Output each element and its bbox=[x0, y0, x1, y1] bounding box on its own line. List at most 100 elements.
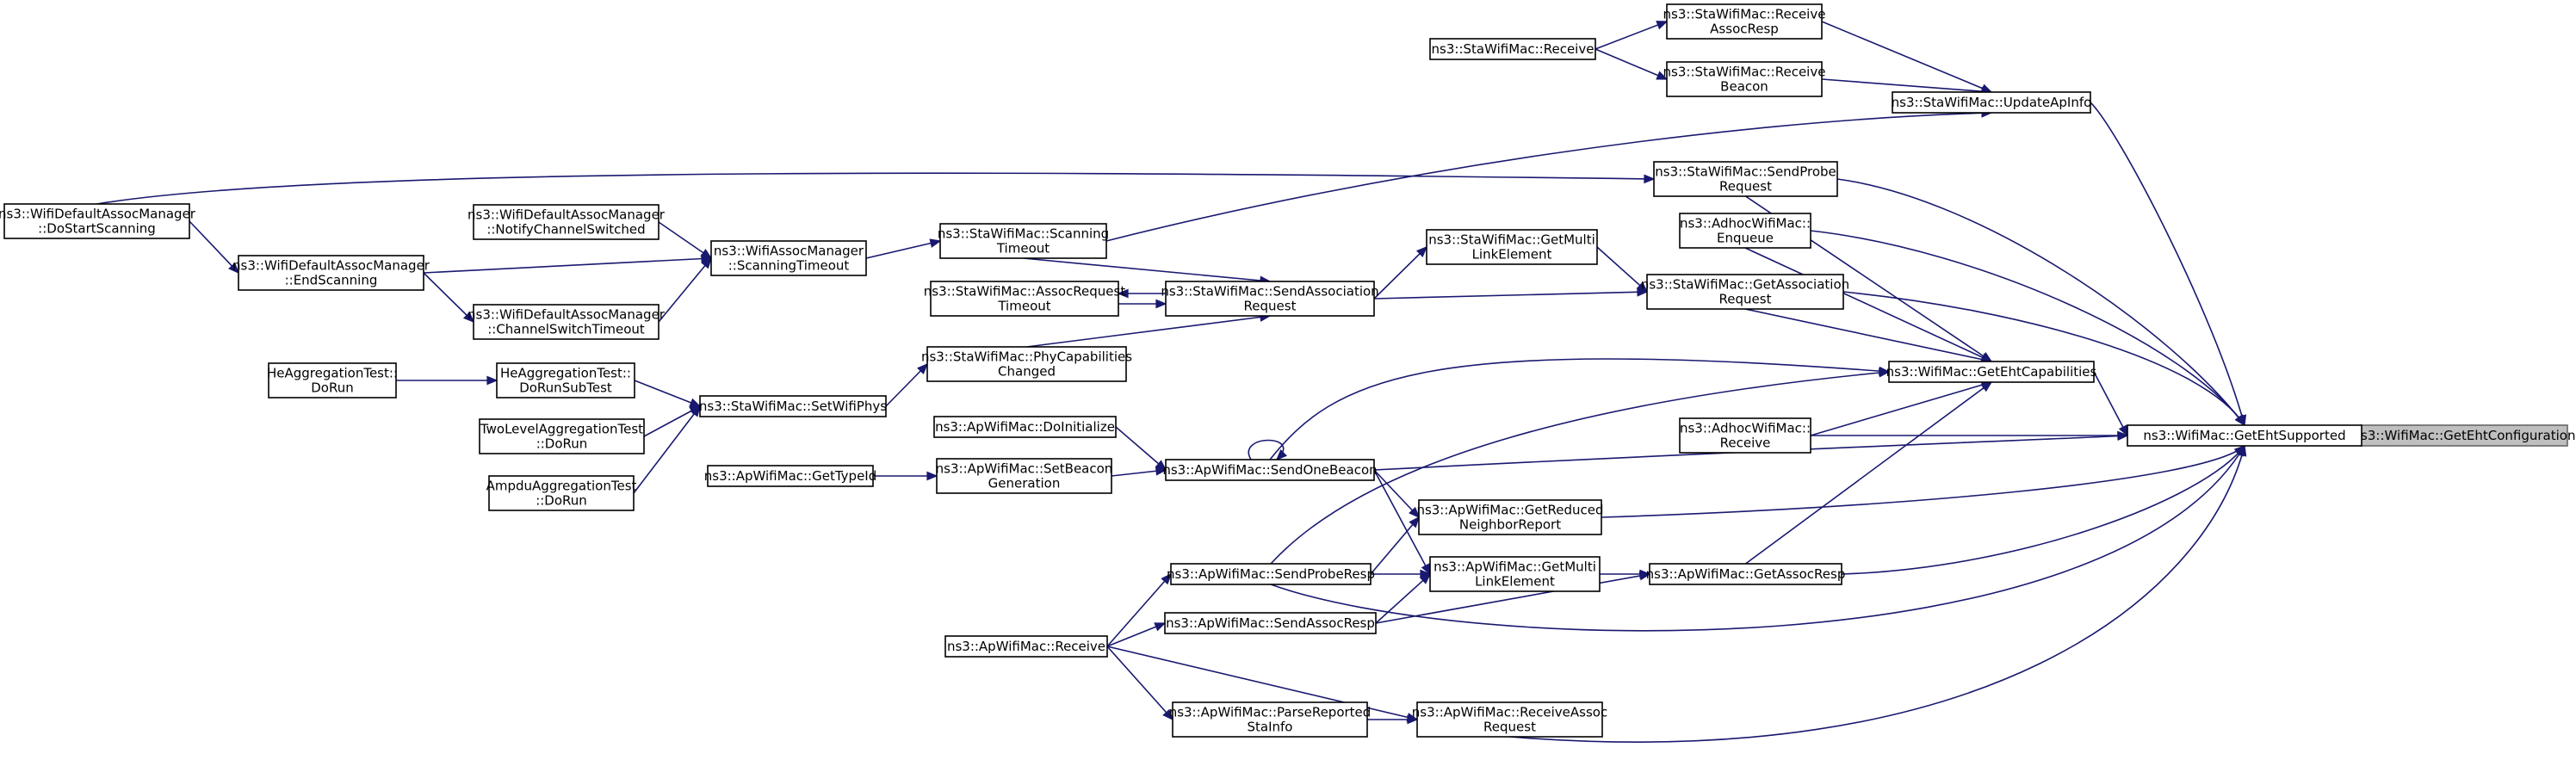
call-edge-sendOneBeacon-to-getReducedNeighborReport bbox=[1373, 469, 1421, 519]
node-box bbox=[2360, 424, 2568, 447]
call-graph-node-adhocEnqueue[interactable]: ns3::AdhocWifiMac::Enqueue bbox=[1679, 213, 1811, 249]
call-edge-line bbox=[634, 380, 701, 407]
call-graph-node-doInitialize[interactable]: ns3::ApWifiMac::DoInitialize bbox=[933, 416, 1117, 438]
node-label: ns3::WifiDefaultAssocManager bbox=[468, 306, 666, 322]
call-graph-node-getEhtSupported[interactable]: ns3::WifiMac::GetEhtSupported bbox=[2127, 424, 2362, 447]
call-graph-node-adhocReceive[interactable]: ns3::AdhocWifiMac::Receive bbox=[1679, 417, 1811, 454]
node-label: ::DoRun bbox=[536, 436, 588, 451]
call-edge-line bbox=[1810, 381, 1992, 436]
call-graph-node-sendProbeResp[interactable]: ns3::ApWifiMac::SendProbeResp bbox=[1167, 563, 1375, 585]
node-box bbox=[496, 362, 635, 399]
call-graph-node-sendOneBeacon[interactable]: ns3::ApWifiMac::SendOneBeacon bbox=[1162, 459, 1378, 481]
node-box bbox=[1426, 229, 1598, 265]
node-label: ns3::ApWifiMac::SendAssocResp bbox=[1166, 615, 1375, 631]
call-edge-apReceive-to-parseReportedStaInfo bbox=[1106, 646, 1174, 721]
call-graph-node-notifyChannelSwitched[interactable]: ns3::WifiDefaultAssocManager::NotifyChan… bbox=[468, 204, 666, 240]
arrowhead-icon bbox=[2237, 444, 2247, 457]
call-graph-node-assocMgrScanningTimeout[interactable]: ns3::WifiAssocManager::ScanningTimeout bbox=[710, 240, 867, 276]
call-edge-sendAssocResp-to-getAssocResp bbox=[1375, 571, 1651, 624]
call-graph-node-channelSwitchTimeout[interactable]: ns3::WifiDefaultAssocManager::ChannelSwi… bbox=[468, 304, 666, 340]
call-edge-line bbox=[2090, 102, 2245, 426]
node-label: DoRun bbox=[311, 380, 354, 395]
call-edge-notifyChannelSwitched-to-assocMgrScanningTimeout bbox=[658, 221, 713, 259]
call-graph-node-apReceive[interactable]: ns3::ApWifiMac::Receive bbox=[944, 635, 1108, 658]
call-edge-assocRequestTimeout-to-sendAssociationRequest bbox=[1118, 299, 1167, 309]
arrowhead-icon bbox=[1117, 288, 1129, 299]
call-graph-node-target[interactable]: ns3::WifiMac::GetEhtConfiguration bbox=[2353, 424, 2576, 447]
call-graph-node-heDoRunSubTest[interactable]: HeAggregationTest::DoRunSubTest bbox=[496, 362, 635, 399]
call-edge-updateApInfo-to-getEhtSupported bbox=[2090, 102, 2247, 427]
node-label: ns3::ApWifiMac::GetReduced bbox=[1416, 502, 1603, 517]
call-graph-node-scanningTimeout[interactable]: ns3::StaWifiMac::ScanningTimeout bbox=[938, 223, 1109, 259]
node-box bbox=[1649, 563, 1842, 585]
call-edge-adhocReceive-to-getEhtCapabilities bbox=[1810, 380, 1993, 436]
call-graph-node-getAssocResp[interactable]: ns3::ApWifiMac::GetAssocResp bbox=[1646, 563, 1846, 585]
arrowhead-icon bbox=[701, 256, 713, 269]
arrowhead-icon bbox=[690, 405, 701, 417]
call-edge-line bbox=[1596, 246, 1648, 293]
call-graph-nodes: ns3::WifiMac::GetEhtConfigurationns3::Wi… bbox=[0, 3, 2576, 738]
call-edge-line bbox=[1595, 48, 1668, 80]
call-graph-node-updateApInfo[interactable]: ns3::StaWifiMac::UpdateApInfo bbox=[1892, 91, 2092, 114]
call-edge-line bbox=[1026, 315, 1271, 348]
node-label: ns3::StaWifiMac::Scanning bbox=[938, 226, 1109, 241]
call-edge-sendAssociationRequest-to-staGetMultiLinkElement bbox=[1373, 245, 1428, 300]
node-box bbox=[944, 635, 1108, 658]
call-edge-sendOneBeacon-to-getEhtSupported bbox=[1373, 431, 2129, 471]
node-label: Enqueue bbox=[1717, 230, 1774, 245]
call-edge-doStartScanning-to-endScanning bbox=[189, 220, 240, 275]
node-label: Request bbox=[1483, 719, 1536, 734]
node-label: HeAggregationTest:: bbox=[500, 365, 631, 380]
arrowhead-icon bbox=[1275, 448, 1288, 461]
call-edge-sendOneBeacon-to-sendOneBeacon bbox=[1248, 439, 1288, 461]
node-label: ns3::ApWifiMac::ReceiveAssoc bbox=[1412, 704, 1607, 720]
call-graph-node-staReceive[interactable]: ns3::StaWifiMac::Receive bbox=[1429, 38, 1596, 60]
node-label: ns3::ApWifiMac::SendOneBeacon bbox=[1162, 462, 1377, 478]
call-edge-line bbox=[2093, 371, 2128, 436]
arrowhead-icon bbox=[1162, 708, 1174, 721]
call-edge-doInitialize-to-sendOneBeacon bbox=[1115, 426, 1167, 472]
call-graph-node-twoLevelDoRun[interactable]: TwoLevelAggregationTest::DoRun bbox=[479, 418, 645, 454]
call-graph-node-ampduDoRun[interactable]: AmpduAggregationTest::DoRun bbox=[486, 475, 637, 511]
call-graph-node-getEhtCapabilities[interactable]: ns3::WifiMac::GetEhtCapabilities bbox=[1886, 361, 2097, 383]
call-edge-line bbox=[1821, 21, 1992, 93]
node-label: ns3::ApWifiMac::ParseReported bbox=[1169, 704, 1372, 720]
call-edge-line bbox=[1373, 469, 1420, 518]
call-graph-node-getTypeId[interactable]: ns3::ApWifiMac::GetTypeId bbox=[704, 465, 877, 487]
call-graph-node-sendAssocResp[interactable]: ns3::ApWifiMac::SendAssocResp bbox=[1164, 612, 1377, 634]
call-graph-node-doStartScanning[interactable]: ns3::WifiDefaultAssocManager::DoStartSca… bbox=[0, 203, 196, 239]
arrowhead-icon bbox=[1407, 714, 1419, 725]
node-label: Request bbox=[1244, 298, 1297, 313]
call-edge-staGetMultiLinkElement-to-getAssociationRequest bbox=[1596, 246, 1649, 293]
call-edge-line bbox=[96, 172, 1655, 205]
node-label: ::ScanningTimeout bbox=[728, 257, 850, 273]
node-label: ns3::StaWifiMac::SetWifiPhys bbox=[699, 399, 887, 414]
node-label: ns3::StaWifiMac::Receive bbox=[1663, 6, 1826, 22]
call-graph-node-heDoRun[interactable]: HeAggregationTest::DoRun bbox=[267, 362, 398, 399]
node-label: ns3::ApWifiMac::Receive bbox=[947, 639, 1105, 654]
node-box bbox=[710, 240, 867, 276]
node-label: NeighborReport bbox=[1459, 516, 1561, 532]
node-label: Changed bbox=[998, 363, 1056, 379]
call-graph-node-endScanning[interactable]: ns3::WifiDefaultAssocManager::EndScannin… bbox=[232, 255, 430, 291]
node-box bbox=[936, 458, 1112, 494]
node-box bbox=[473, 304, 659, 340]
call-edge-line bbox=[1841, 445, 2245, 575]
call-graph-node-setWifiPhys[interactable]: ns3::StaWifiMac::SetWifiPhys bbox=[699, 395, 887, 417]
arrowhead-icon bbox=[2117, 431, 2129, 442]
node-label: ns3::StaWifiMac::PhyCapabilities bbox=[921, 349, 1132, 364]
node-box bbox=[3, 203, 190, 239]
